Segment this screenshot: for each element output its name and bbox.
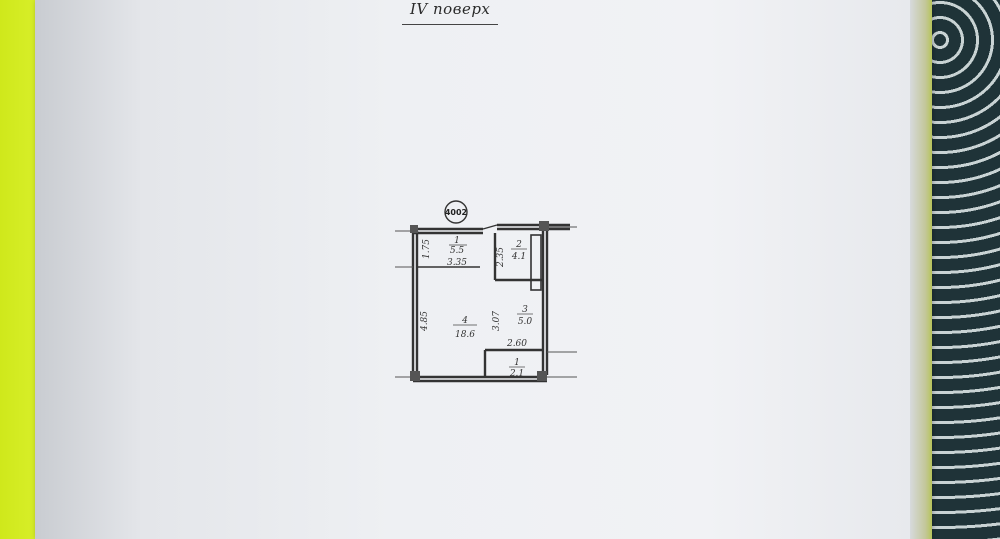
room-1-area: 5.5	[450, 246, 465, 256]
floor-plan-drawing: 4002 1 5.5 2 4.1 3 5.0 4 18.6 1 2.1 1.75…	[395, 200, 577, 383]
dim-3-07: 3.07	[492, 311, 502, 331]
plan-walls	[411, 223, 570, 383]
unit-badge	[444, 200, 468, 224]
room-2-area: 4.1	[511, 252, 526, 262]
room-5-area: 2.1	[509, 369, 524, 379]
room-4-number: 4	[461, 316, 468, 326]
dim-3-35: 3.35	[447, 258, 467, 268]
room-5-number: 1	[514, 358, 520, 368]
floor-plan: 4002 1 5.5 2 4.1 3 5.0 4 18.6 1 2.1 1.75…	[385, 195, 585, 395]
dim-4-85: 4.85	[420, 311, 430, 332]
room-3-number: 3	[522, 305, 528, 315]
room-3-area: 5.0	[518, 317, 533, 327]
dim-1-75: 1.75	[422, 239, 432, 259]
column-markers	[410, 221, 549, 381]
floor-title: IV поверх	[410, 0, 491, 18]
title-underline	[402, 24, 498, 25]
room-1-number: 1	[454, 236, 460, 246]
unit-number: 4002	[445, 208, 467, 217]
dim-2-60: 2.60	[506, 339, 527, 349]
room-4-area: 18.6	[455, 330, 475, 340]
room-2-number: 2	[515, 240, 522, 250]
dim-2-35: 2.35	[496, 247, 506, 268]
paper-sheet	[35, 0, 930, 539]
paper-edge	[910, 0, 932, 539]
